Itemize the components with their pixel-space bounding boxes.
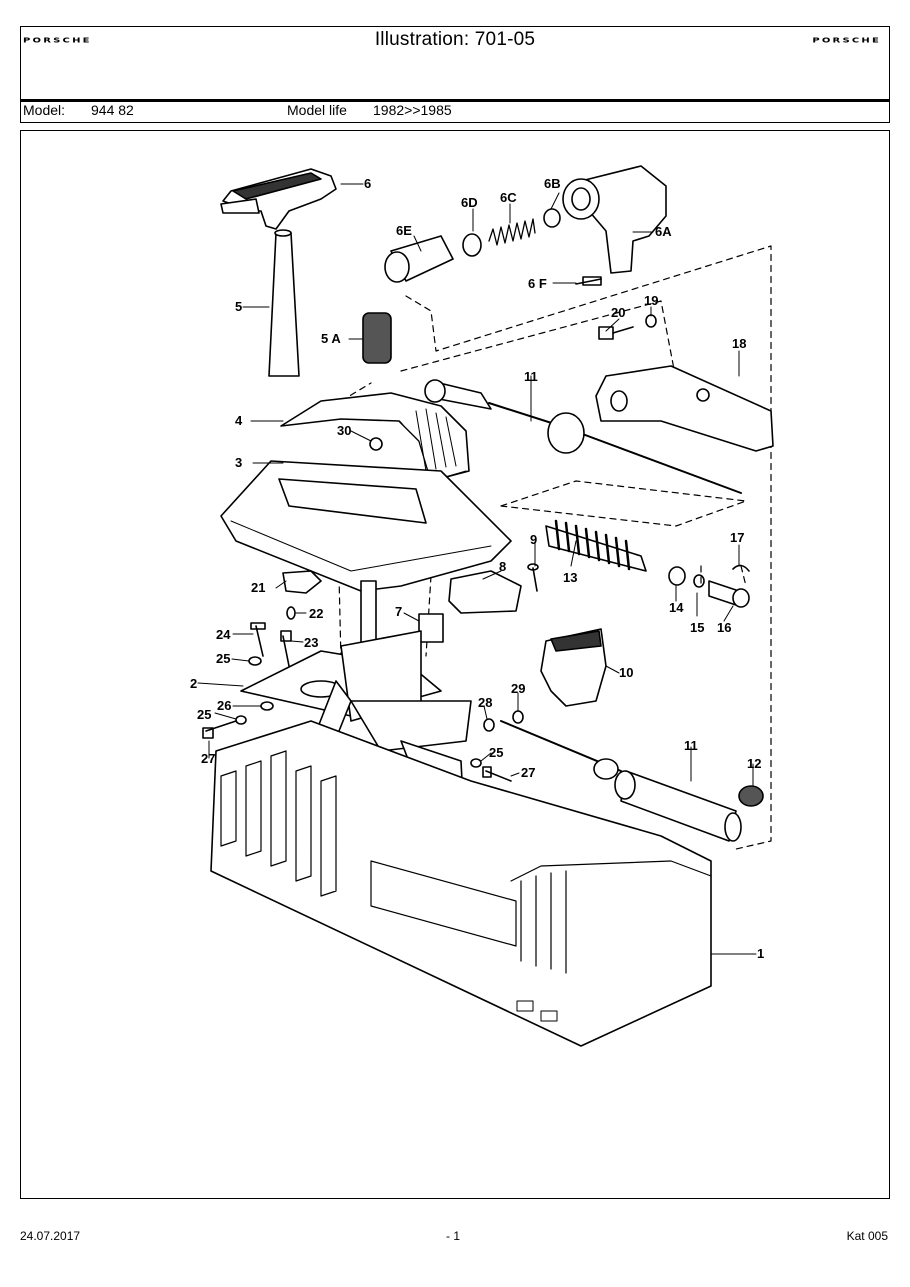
- boot-13: [545, 519, 647, 572]
- leader-lines: [197, 183, 757, 955]
- spring-6c: [488, 218, 536, 246]
- washer-15: [693, 574, 705, 588]
- callout-25-c: 25: [489, 745, 503, 760]
- callout-22: 22: [309, 606, 323, 621]
- callout-25-a: 25: [216, 651, 230, 666]
- callout-27-a: 27: [201, 751, 215, 766]
- callout-5a: 5 A: [321, 331, 341, 346]
- porsche-logo-left: PORSCHE: [23, 37, 92, 45]
- model-label: Model:: [23, 102, 66, 118]
- callout-16: 16: [717, 620, 731, 635]
- clip-21: [282, 570, 322, 594]
- callout-17: 17: [730, 530, 744, 545]
- callout-14: 14: [669, 600, 684, 615]
- housing-1: [210, 720, 712, 1047]
- washer-25b: [235, 715, 247, 725]
- callout-21: 21: [251, 580, 265, 595]
- callout-11-lower: 11: [684, 738, 698, 753]
- pin-22: [286, 606, 296, 620]
- screw-9: [527, 563, 539, 592]
- model-life-value: 1982>>1985: [373, 102, 452, 118]
- knob-6a: [562, 165, 667, 274]
- callout-23: 23: [304, 635, 318, 650]
- footer-catalog: Kat 005: [846, 1229, 888, 1243]
- screw-24: [250, 622, 266, 657]
- model-info-row: Model: 944 82 Model life 1982>>1985: [20, 102, 890, 123]
- switch-7: [418, 613, 444, 643]
- cable-11-upper: [424, 379, 742, 494]
- shift-sleeve-5: [268, 229, 300, 377]
- part-callouts: 6 6A 6B 6C 6D 6E 6 F 5 5 A 20 19 18 11 4…: [190, 176, 764, 961]
- shift-cover-4: [280, 392, 470, 482]
- model-value: 944 82: [91, 102, 134, 118]
- exploded-parts-diagram: 6 6A 6B 6C 6D 6E 6 F 5 5 A 20 19 18 11 4…: [190, 165, 774, 1047]
- callout-2: 2: [190, 676, 197, 691]
- callout-27-b: 27: [521, 765, 535, 780]
- callout-29: 29: [511, 681, 525, 696]
- callout-6d: 6D: [461, 195, 478, 210]
- screw-27a: [202, 720, 237, 739]
- header-box: PORSCHE Illustration: 701-05 PORSCHE: [20, 26, 890, 101]
- switch-8: [448, 570, 522, 614]
- washer-6d: [462, 233, 482, 257]
- callout-25-b: 25: [197, 707, 211, 722]
- callout-6f: 6 F: [528, 276, 547, 291]
- callout-1: 1: [757, 946, 764, 961]
- washer-19: [645, 314, 657, 328]
- callout-5: 5: [235, 299, 242, 314]
- pin-16: [708, 580, 750, 608]
- washer-25c: [470, 758, 482, 768]
- nut-14: [668, 566, 686, 586]
- callout-18: 18: [732, 336, 746, 351]
- washer-26: [260, 701, 274, 711]
- callout-6: 6: [364, 176, 371, 191]
- callout-6c: 6C: [500, 190, 517, 205]
- cylinder-6e: [384, 235, 454, 283]
- callout-4: 4: [235, 413, 243, 428]
- callout-19: 19: [644, 293, 658, 308]
- callout-20: 20: [611, 305, 625, 320]
- bracket-18: [595, 365, 774, 452]
- gate-cover-3: [220, 460, 512, 592]
- callout-7: 7: [395, 604, 402, 619]
- shifter-knob-6: [220, 168, 337, 230]
- callout-28: 28: [478, 695, 492, 710]
- callout-8: 8: [499, 559, 506, 574]
- ring-29: [512, 710, 524, 724]
- callout-26: 26: [217, 698, 231, 713]
- cable-11-lower: [500, 720, 742, 842]
- callout-13: 13: [563, 570, 577, 585]
- callout-6b: 6B: [544, 176, 561, 191]
- pin-23: [280, 630, 292, 667]
- callout-12: 12: [747, 756, 761, 771]
- footer-date: 24.07.2017: [20, 1229, 81, 1243]
- washer-25a: [248, 656, 262, 666]
- bolt-20: [598, 326, 634, 340]
- footer-page-number: - 1: [446, 1229, 461, 1243]
- model-life-label: Model life: [287, 102, 347, 118]
- bush-5a: [362, 312, 392, 364]
- callout-6e: 6E: [396, 223, 412, 238]
- end-cap-12: [738, 785, 764, 807]
- detent-plate-10: [540, 628, 607, 707]
- callout-3: 3: [235, 455, 242, 470]
- illustration-frame: 6 6A 6B 6C 6D 6E 6 F 5 5 A 20 19 18 11 4…: [20, 130, 890, 1199]
- screw-27b: [482, 766, 512, 782]
- nut-30: [369, 437, 383, 451]
- callout-30: 30: [337, 423, 351, 438]
- callout-9: 9: [530, 532, 537, 547]
- callout-6a: 6A: [655, 224, 672, 239]
- callout-24: 24: [216, 627, 231, 642]
- page-title: Illustration: 701-05: [374, 29, 536, 50]
- screw-6f: [575, 276, 602, 286]
- nut-6b: [543, 208, 561, 228]
- header-divider: [20, 99, 890, 102]
- callout-11-upper: 11: [524, 369, 538, 384]
- porsche-logo-right: PORSCHE: [812, 37, 881, 45]
- clip-17: [732, 564, 750, 572]
- callout-15: 15: [690, 620, 704, 635]
- callout-10: 10: [619, 665, 633, 680]
- washer-28: [483, 718, 495, 732]
